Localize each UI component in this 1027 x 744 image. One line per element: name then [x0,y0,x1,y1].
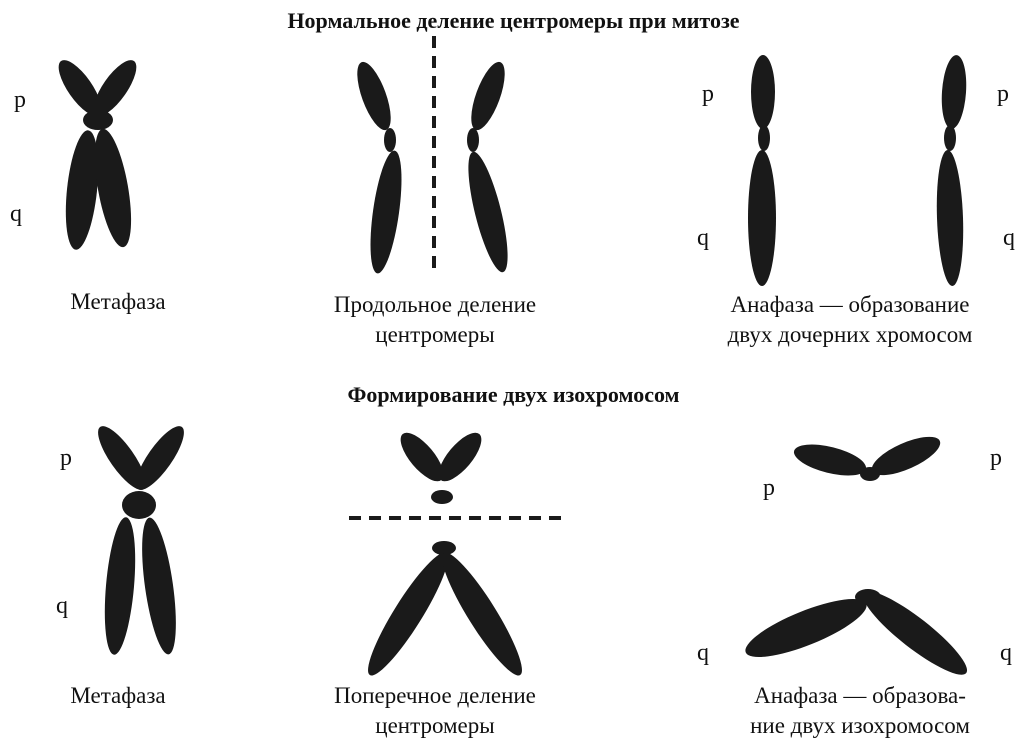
chromatid-p-arm [939,54,968,129]
caption-line: центромеры [290,711,580,741]
chromatid-p-arm [432,426,489,487]
chromatid-q-arm [358,546,458,683]
centromere-upper [431,490,453,504]
section1-title: Нормальное деление центромеры при митозе [0,8,1027,34]
centromere [944,125,956,151]
caption-anaphase-daughter: Анафаза — образование двух дочерних хром… [680,290,1020,350]
arm-label-p: p [990,446,1002,470]
caption-line: Метафаза [18,287,218,317]
arm-label-p: p [997,82,1009,106]
centromere [384,128,396,152]
caption-anaphase-isochromosome: Анафаза — образова- ние двух изохромосом [700,681,1020,741]
centromere [855,589,881,605]
centromere [758,125,770,151]
chromatid-q-arm [136,516,183,657]
daughter-chromosome-left [748,55,776,286]
chromatid-q-arm [432,546,532,683]
caption-line: двух дочерних хромосом [680,320,1020,350]
transverse-division [349,426,562,682]
isochromosome-q [739,581,975,685]
arm-label-q: q [10,202,22,226]
metaphase-chromosome-2 [90,420,191,656]
centromere [83,110,113,130]
chromatid-q-arm [739,588,872,668]
chromatid-q-arm [460,149,515,276]
caption-line: Анафаза — образование [680,290,1020,320]
chromatid-q-arm [100,516,140,656]
isochromosome-p [791,429,945,483]
caption-metaphase: Метафаза [18,681,218,711]
arm-label-q: q [1003,226,1015,250]
arm-label-p: p [14,88,26,112]
caption-line: ние двух изохромосом [700,711,1020,741]
section2-title: Формирование двух изохромосом [0,382,1027,408]
chromatid-q-arm [935,150,966,287]
arm-label-p: p [763,476,775,500]
chromatid-p-arm [464,58,511,134]
arm-label-q: q [697,226,709,250]
caption-line: Метафаза [18,681,218,711]
chromatid-p-arm [751,55,775,129]
chromatid-p-arm [128,420,191,496]
arm-label-q: q [697,641,709,665]
arm-label-q: q [1000,641,1012,665]
chromatid-p-arm [350,58,397,134]
chromatid-q-arm [364,149,407,275]
caption-line: центромеры [290,320,580,350]
caption-line: Анафаза — образова- [700,681,1020,711]
chromatid-p-arm [791,438,869,481]
daughter-chromosome-right [935,54,969,286]
caption-longitudinal-division: Продольное деление центромеры [290,290,580,350]
chromatid-q-arm [748,150,776,286]
caption-line: Продольное деление [290,290,580,320]
caption-transverse-division: Поперечное деление центромеры [290,681,580,741]
centromere [467,128,479,152]
longitudinal-division [350,36,515,275]
caption-line: Поперечное деление [290,681,580,711]
centromere [860,467,880,481]
arm-label-p: p [702,82,714,106]
arm-label-p: p [60,446,72,470]
caption-metaphase: Метафаза [18,287,218,317]
metaphase-chromosome-1 [51,54,144,251]
arm-label-q: q [56,594,68,618]
centromere [122,491,156,519]
